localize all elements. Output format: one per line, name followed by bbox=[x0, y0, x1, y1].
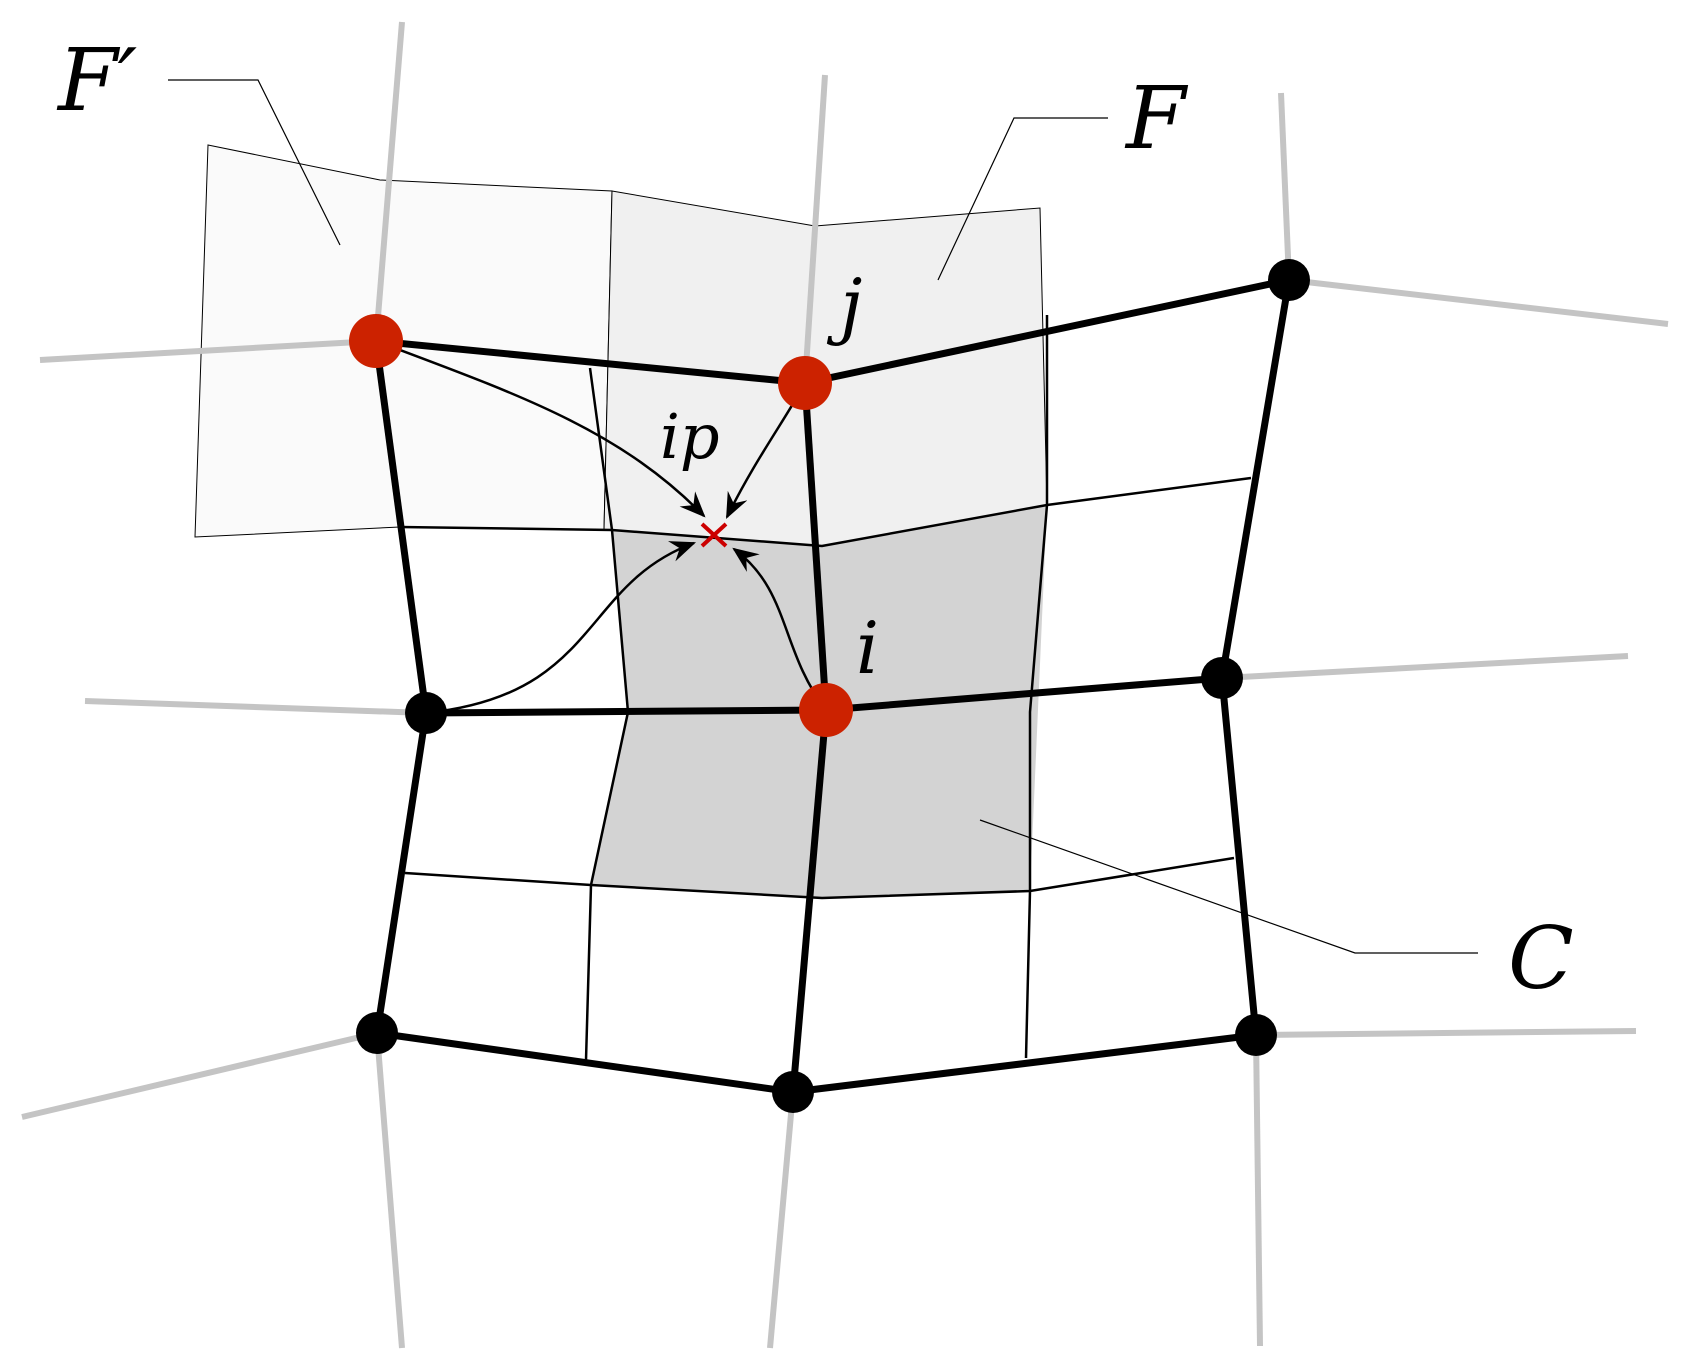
mesh-nodes bbox=[349, 259, 1310, 1113]
outer-grid-line bbox=[374, 1032, 405, 1349]
leader-lines bbox=[168, 79, 1478, 954]
node-black bbox=[1268, 259, 1310, 301]
node-red-i bbox=[799, 683, 853, 737]
node-red-j bbox=[778, 356, 832, 410]
dual-line bbox=[1024, 315, 1049, 1059]
node-red-top-left bbox=[349, 314, 403, 368]
node-black bbox=[1201, 657, 1243, 699]
primary-edge bbox=[1218, 677, 1260, 1036]
arrow-from-left-node bbox=[425, 541, 697, 715]
primary-edge bbox=[372, 340, 430, 714]
node-black bbox=[1235, 1014, 1277, 1056]
outer-grid-line bbox=[767, 1091, 796, 1349]
label-ip: ip bbox=[660, 400, 720, 473]
label-f: F bbox=[1124, 69, 1189, 169]
dual-line bbox=[399, 476, 1252, 548]
leader-c bbox=[979, 819, 1478, 954]
primary-edge bbox=[373, 712, 430, 1034]
outer-grid-line bbox=[1255, 1028, 1637, 1038]
primary-edge bbox=[804, 276, 1290, 387]
primary-edge bbox=[375, 337, 806, 387]
node-black bbox=[405, 692, 447, 734]
primary-edge bbox=[801, 382, 830, 711]
primary-edge bbox=[425, 706, 827, 717]
dual-line bbox=[404, 856, 1235, 900]
outer-grid-line bbox=[802, 74, 828, 384]
primary-mesh-edges bbox=[372, 276, 1293, 1096]
shaded-regions bbox=[194, 144, 1048, 898]
primary-edge bbox=[792, 1031, 1257, 1096]
node-black bbox=[356, 1012, 398, 1054]
label-i: i bbox=[856, 606, 879, 690]
label-c: C bbox=[1508, 909, 1574, 1009]
primary-edge bbox=[825, 674, 1223, 714]
outer-grid-line bbox=[21, 1030, 378, 1120]
label-f-prime: F′ bbox=[56, 31, 137, 131]
outer-grid-line bbox=[1288, 277, 1669, 327]
outer-grid-line bbox=[1221, 653, 1629, 681]
primary-edge bbox=[1218, 279, 1293, 679]
outer-grid-line bbox=[1253, 1034, 1263, 1347]
leader-f-prime bbox=[168, 79, 341, 246]
primary-edge bbox=[376, 1029, 794, 1096]
node-black bbox=[772, 1071, 814, 1113]
leader-f bbox=[937, 117, 1108, 281]
primary-edge bbox=[789, 709, 830, 1093]
outer-grid-line bbox=[84, 698, 427, 716]
outer-grid-line bbox=[1278, 92, 1292, 281]
integration-point-marker bbox=[700, 522, 728, 548]
outer-grid-line bbox=[373, 21, 405, 342]
arrow-from-top-left-node bbox=[375, 339, 706, 518]
outer-grid-line bbox=[39, 338, 377, 363]
outer-grid bbox=[21, 21, 1669, 1349]
labels: F′ F C j ip i bbox=[56, 31, 1574, 1009]
